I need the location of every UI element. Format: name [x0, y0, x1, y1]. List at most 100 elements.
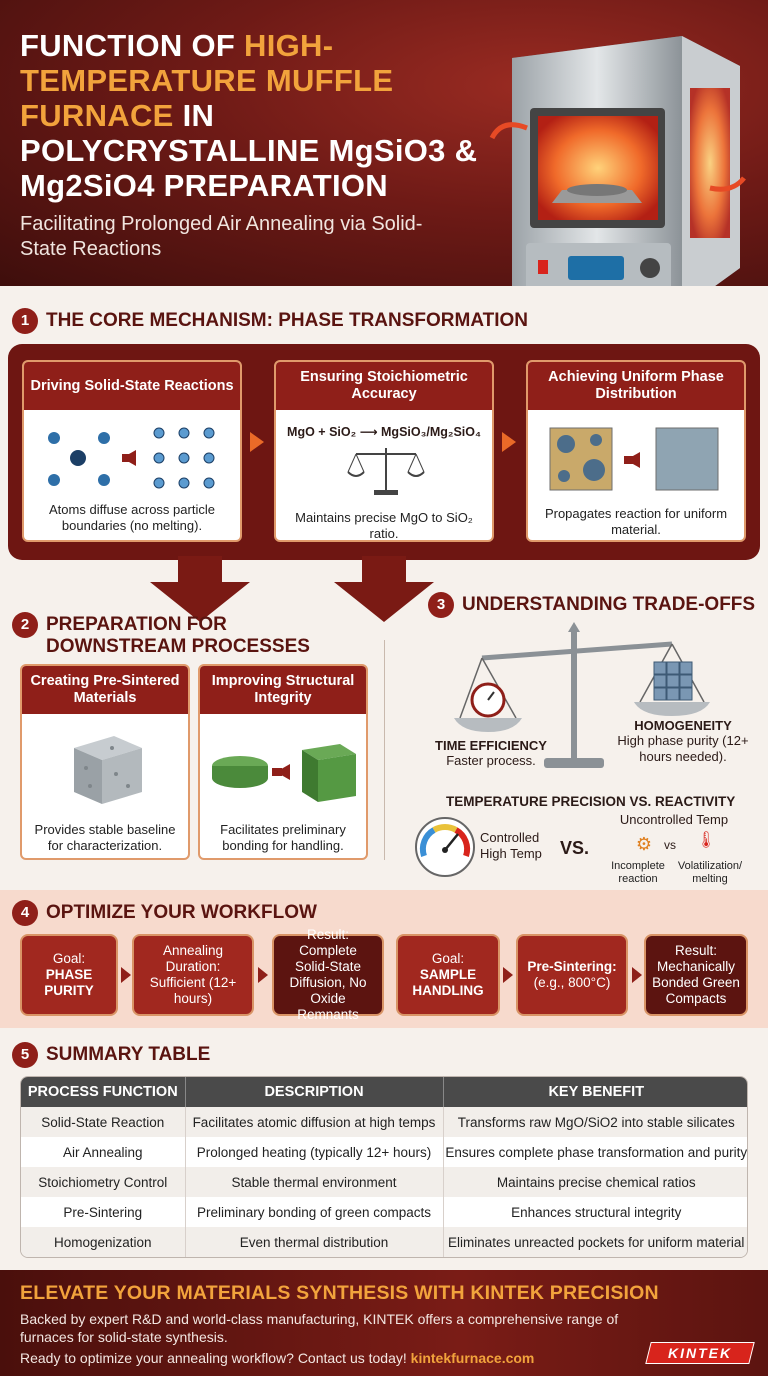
flow-value: Sufficient (12+ hours)	[149, 975, 237, 1006]
time-efficiency-block: TIME EFFICIENCY Faster process.	[426, 738, 556, 768]
section-4-number: 4	[12, 900, 38, 926]
incomplete-reaction-label: Incomplete reaction	[611, 860, 665, 885]
table-cell: Stoichiometry Control	[21, 1167, 186, 1197]
table-header-row: PROCESS FUNCTION DESCRIPTION KEY BENEFIT	[21, 1077, 747, 1107]
footer-banner: ELEVATE YOUR MATERIALS SYNTHESIS WITH KI…	[0, 1270, 768, 1376]
arrow-right-icon	[250, 432, 264, 452]
table-cell: Homogenization	[21, 1227, 186, 1257]
table-cell: Eliminates unreacted pockets for uniform…	[443, 1227, 747, 1257]
card-caption: Propagates reaction for uniform material…	[544, 506, 728, 537]
homogeneity-text: High phase purity (12+ hours needed).	[617, 733, 749, 764]
card-title: Driving Solid-State Reactions	[24, 362, 240, 410]
section-2-title: PREPARATION FOR DOWNSTREAM PROCESSES	[46, 614, 310, 657]
section-2-heading: 2 PREPARATION FOR DOWNSTREAM PROCESSES	[12, 612, 312, 658]
time-efficiency-label: TIME EFFICIENCY	[435, 738, 547, 753]
gauge-icon	[415, 817, 475, 877]
muffle-furnace-illustration	[489, 36, 746, 286]
small-vs-label: vs	[664, 838, 676, 852]
flow-arrow-icon	[258, 967, 268, 983]
hero-header: FUNCTION OF HIGH-TEMPERATURE MUFFLE FURN…	[0, 0, 768, 286]
card-caption: Maintains precise MgO to SiO₂ ratio.	[295, 510, 473, 541]
section-divider	[384, 640, 385, 860]
section-3-title: UNDERSTANDING TRADE-OFFS	[462, 594, 756, 615]
summary-table: PROCESS FUNCTION DESCRIPTION KEY BENEFIT…	[20, 1076, 748, 1258]
compact-pellet-icon	[212, 744, 356, 802]
card-caption: Atoms diffuse across particle boundaries…	[49, 502, 215, 533]
card-solid-state: Driving Solid-State Reactions Atoms diff…	[22, 360, 242, 542]
flow-value: (e.g., 800°C)	[533, 975, 611, 990]
table-cell: Prolonged heating (typically 12+ hours)	[185, 1137, 444, 1167]
flow-value: PHASE PURITY	[44, 967, 94, 998]
table-cell: Stable thermal environment	[185, 1167, 444, 1197]
section-3-number: 3	[428, 592, 454, 618]
table-cell: Pre-Sintering	[21, 1197, 186, 1227]
down-arrow-icon	[150, 556, 250, 622]
card-structural-integrity: Improving Structural Integrity Facilitat…	[198, 664, 368, 860]
flow-pre-sintering: Pre-Sintering:(e.g., 800°C)	[516, 934, 628, 1016]
homogeneity-label: HOMOGENEITY	[634, 718, 732, 733]
card-caption: Facilitates preliminary bonding for hand…	[220, 822, 346, 853]
page-title: FUNCTION OF HIGH-TEMPERATURE MUFFLE FURN…	[20, 28, 480, 203]
reaction-equation: MgO + SiO₂ ⟶ MgSiO₃/Mg₂SiO₄	[287, 425, 481, 439]
trade-off-scale-icon	[454, 622, 710, 768]
column-header: KEY BENEFIT	[443, 1077, 747, 1107]
logo-text: KINTEK	[667, 1345, 733, 1361]
table-cell: Solid-State Reaction	[21, 1107, 186, 1137]
gear-icon: ⚙	[635, 834, 653, 854]
uncontrolled-temp-label: Uncontrolled Temp	[619, 812, 729, 827]
footer-title: ELEVATE YOUR MATERIALS SYNTHESIS WITH KI…	[20, 1282, 659, 1304]
table-cell: Facilitates atomic diffusion at high tem…	[185, 1107, 444, 1137]
flow-label: Goal:	[431, 951, 465, 966]
balance-scale-icon	[347, 448, 425, 495]
section-5-number: 5	[12, 1042, 38, 1068]
section-1-number: 1	[12, 308, 38, 334]
section-4-heading: 4 OPTIMIZE YOUR WORKFLOW	[12, 900, 317, 926]
footer-cta: Ready to optimize your annealing workflo…	[20, 1350, 534, 1366]
summary-table-grid: PROCESS FUNCTION DESCRIPTION KEY BENEFIT…	[21, 1077, 747, 1257]
footer-text: Backed by expert R&D and world-class man…	[20, 1311, 619, 1345]
flow-value: Mechanically Bonded Green Compacts	[652, 959, 740, 1006]
column-header: DESCRIPTION	[185, 1077, 444, 1107]
flow-label: Result:	[674, 943, 718, 958]
flow-annealing-duration: Annealing Duration:Sufficient (12+ hours…	[132, 934, 254, 1016]
section-1-title: THE CORE MECHANISM: PHASE TRANSFORMATION	[46, 310, 529, 331]
title-highlight: HIGH-TEMPERATURE MUFFLE FURNACE	[20, 28, 394, 133]
flow-goal-phase-purity: Goal:PHASE PURITY	[20, 934, 118, 1016]
card-title: Ensuring Stoichiometric Accuracy	[276, 362, 492, 410]
section-1-heading: 1 THE CORE MECHANISM: PHASE TRANSFORMATI…	[12, 308, 529, 334]
title-part-2: IN POLYCRYSTALLINE MgSiO3 & Mg2SiO4 PREP…	[20, 98, 478, 203]
card-caption: Provides stable baseline for characteriz…	[34, 822, 176, 853]
flow-goal-sample-handling: Goal:SAMPLE HANDLING	[396, 934, 500, 1016]
section-4-panel	[0, 890, 768, 1028]
card-title: Creating Pre-Sintered Materials	[22, 666, 188, 714]
title-part-1: FUNCTION OF	[20, 28, 245, 63]
homogeneity-block: HOMOGENEITY High phase purity (12+ hours…	[608, 718, 758, 765]
flow-value: SAMPLE HANDLING	[412, 967, 484, 998]
thermometer-icon: 🌡	[696, 832, 717, 849]
flow-arrow-icon	[632, 967, 642, 983]
flow-arrow-icon	[503, 967, 513, 983]
temperature-subtitle: TEMPERATURE PRECISION VS. REACTIVITY	[446, 794, 736, 809]
table-cell: Enhances structural integrity	[443, 1197, 747, 1227]
flow-result-compacts: Result:Mechanically Bonded Green Compact…	[644, 934, 748, 1016]
flow-label: Annealing Duration:	[162, 943, 224, 974]
card-title: Achieving Uniform Phase Distribution	[528, 362, 744, 410]
flow-label: Result:	[306, 927, 350, 942]
table-cell: Air Annealing	[21, 1137, 186, 1167]
website-link[interactable]: kintekfurnace.com	[410, 1350, 535, 1366]
section-5-title: SUMMARY TABLE	[46, 1044, 211, 1065]
flow-arrow-icon	[121, 967, 131, 983]
atom-diffusion-icon	[48, 427, 215, 489]
cube-transform-icon	[549, 427, 719, 491]
page-subtitle: Facilitating Prolonged Air Annealing via…	[20, 213, 423, 260]
card-title: Improving Structural Integrity	[200, 666, 366, 714]
section-4-title: OPTIMIZE YOUR WORKFLOW	[46, 902, 317, 923]
table-cell: Preliminary bonding of green compacts	[185, 1197, 444, 1227]
kintek-logo: KINTEK	[645, 1342, 755, 1364]
table-cell: Maintains precise chemical ratios	[443, 1167, 747, 1197]
flow-label: Goal:	[52, 951, 86, 966]
